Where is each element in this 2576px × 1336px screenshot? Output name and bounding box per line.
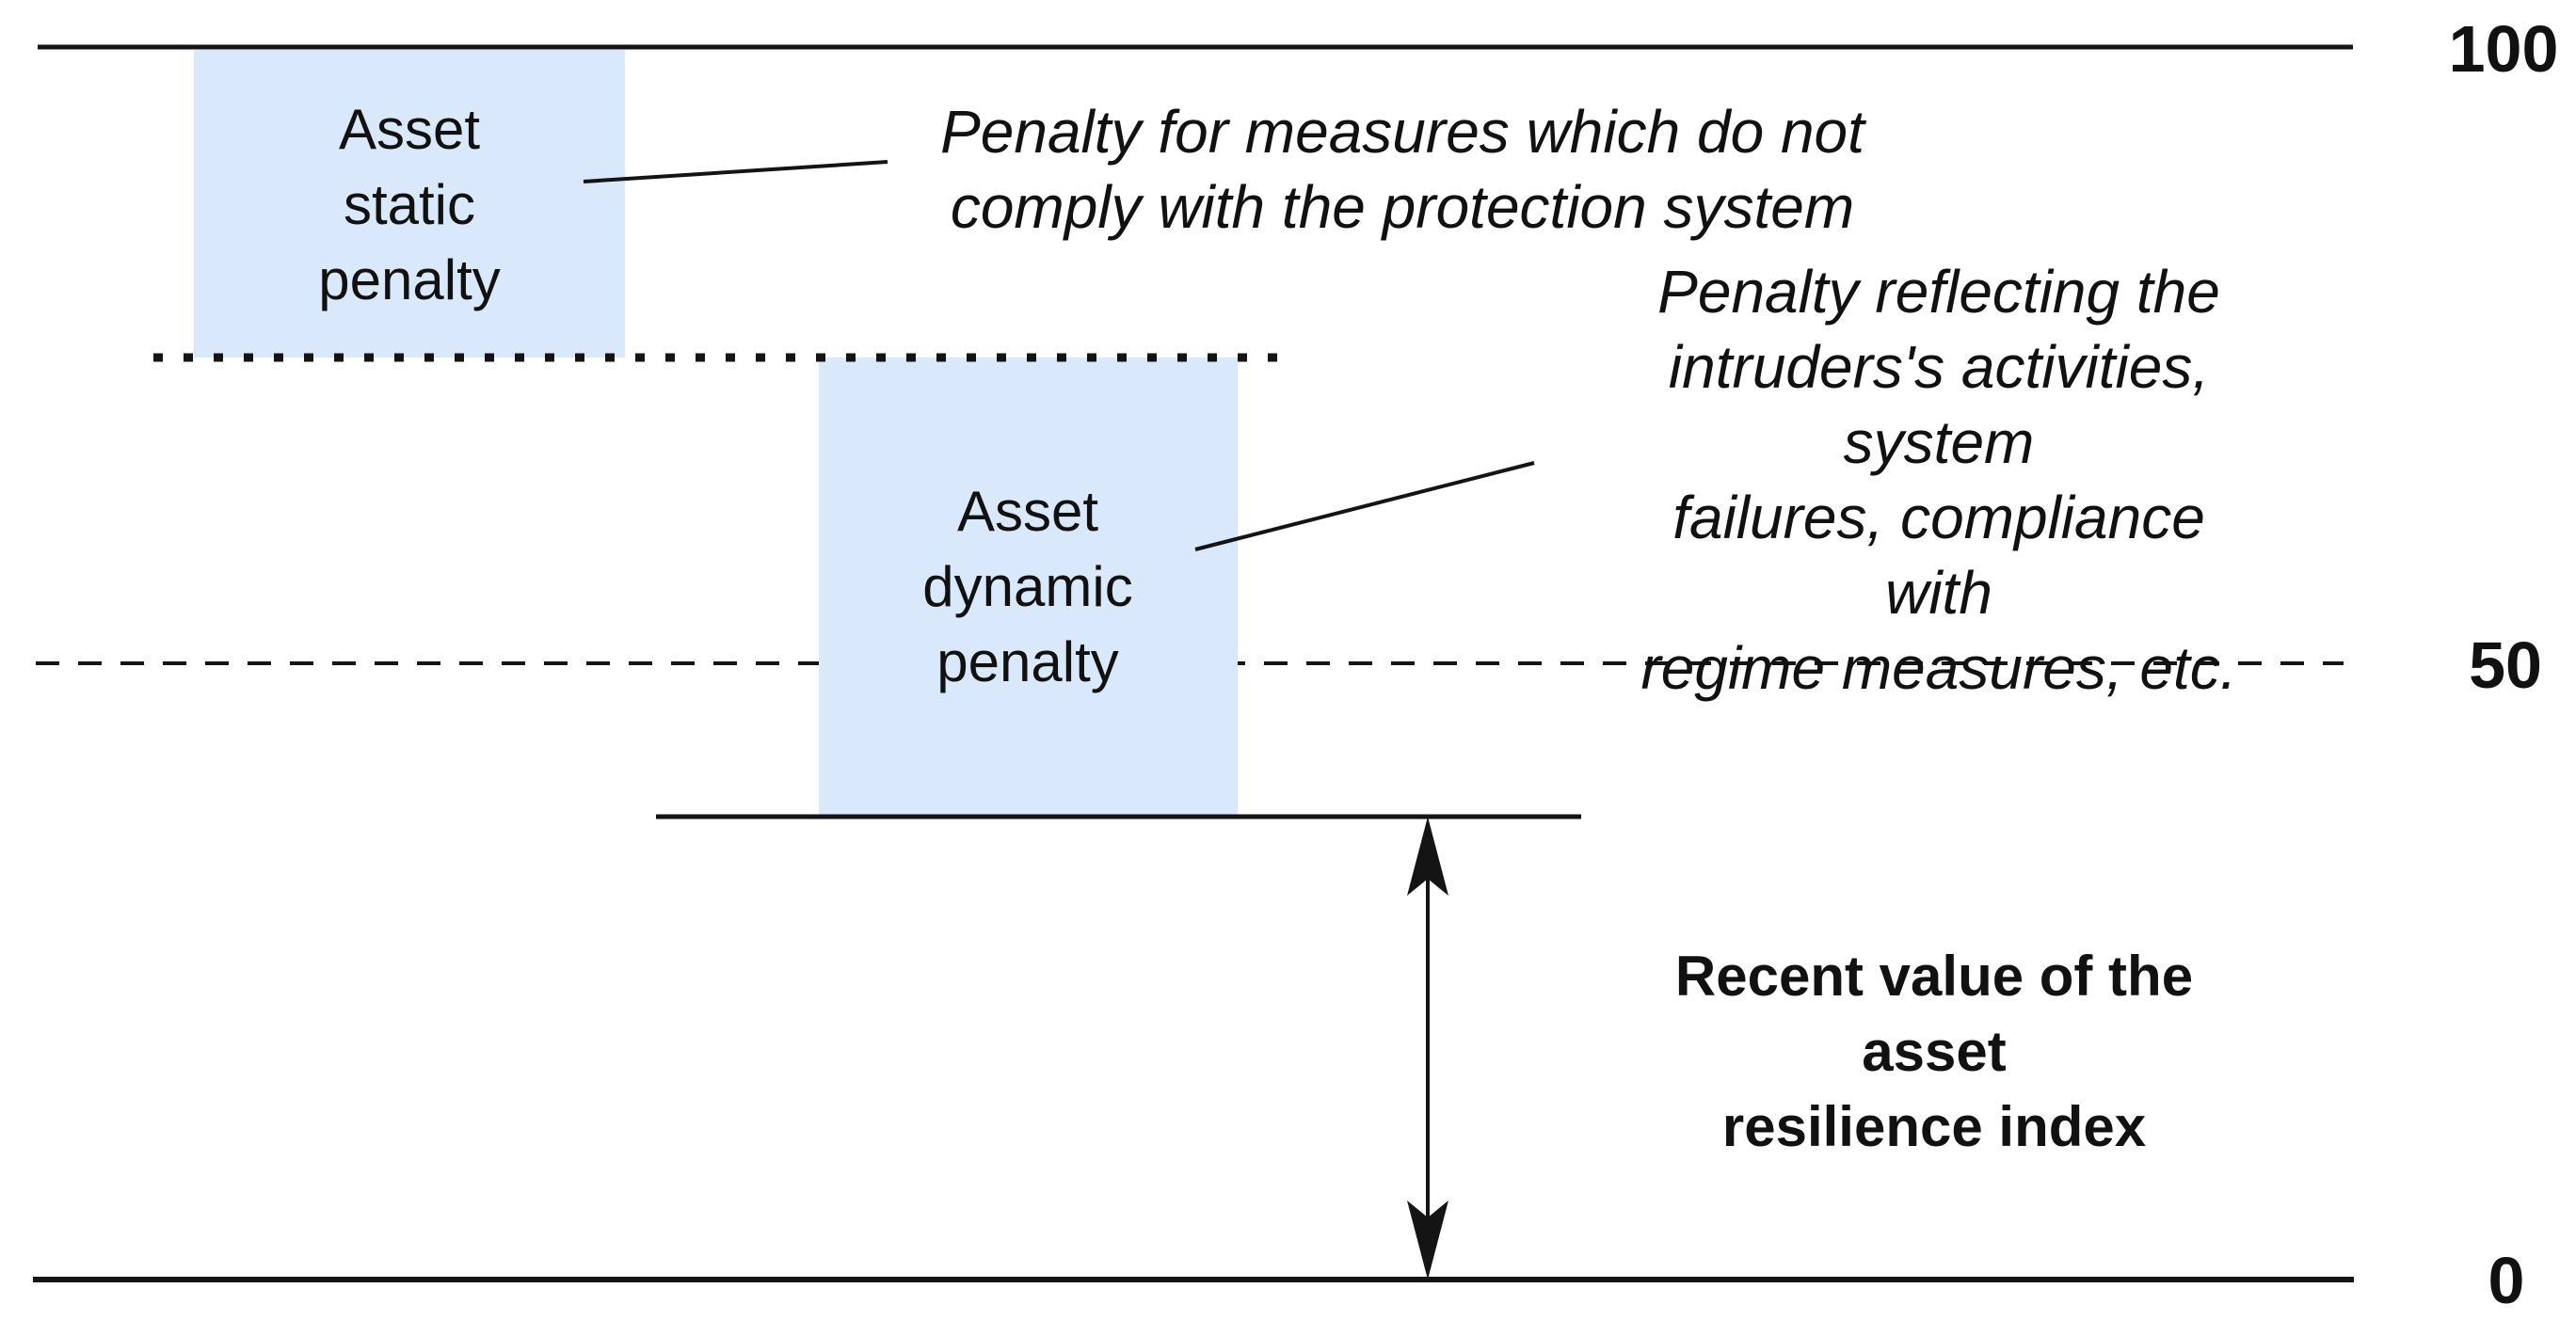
static-penalty-note: Penalty for measures which do not comply…: [940, 98, 1864, 241]
scale-label-50: 50: [2469, 628, 2542, 702]
asset-static-penalty-box: [194, 50, 625, 358]
recent-value-double-arrow: [1407, 817, 1448, 1280]
asset-dynamic-penalty-box: [819, 358, 1238, 817]
arrow-head-up-icon: [1407, 817, 1448, 896]
dynamic-note-pointer-line: [1194, 461, 1535, 551]
static-note-pointer-line: [583, 160, 888, 183]
asset-dynamic-penalty-label: Asset dynamic penalty: [922, 480, 1133, 693]
asset-static-penalty-label: Asset static penalty: [318, 98, 501, 311]
scale-label-100: 100: [2448, 12, 2559, 86]
recent-value-caption: Recent value of the asset resilience ind…: [1674, 945, 2194, 1158]
arrow-head-down-icon: [1407, 1201, 1448, 1280]
dynamic-penalty-note: Penalty reflecting the intruders's activ…: [1640, 258, 2237, 702]
scale-label-0: 0: [2488, 1244, 2525, 1317]
